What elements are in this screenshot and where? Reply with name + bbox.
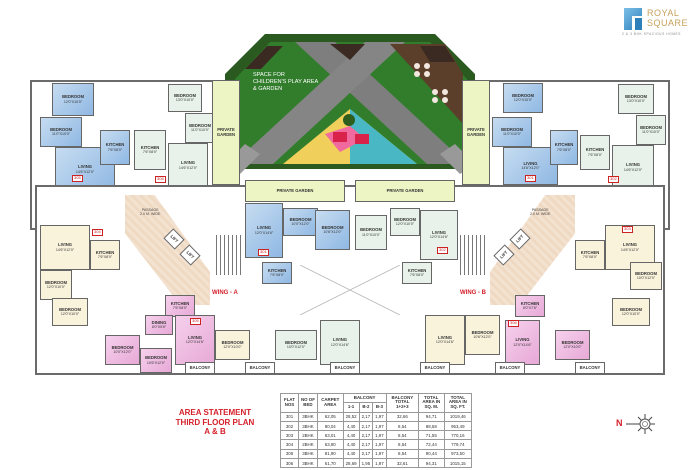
brand-tagline: 2 & 3 BHK SPACIOUS HOMES [622, 32, 681, 36]
north-label: N [616, 418, 623, 428]
flat-number: 306 [155, 176, 166, 183]
garden-area: SPACE FOR CHILDREN'S PLAY AREA & GARDEN [205, 14, 495, 174]
area-statement-title: AREA STATEMENT THIRD FLOOR PLAN A & B [175, 408, 255, 436]
wing-a-label: WING - A [212, 290, 238, 296]
brand-name-line1: ROYAL [647, 8, 680, 18]
staircase-left [213, 235, 243, 275]
flat-number: 305 [72, 175, 83, 182]
room-balcony: BALCONY [495, 362, 525, 374]
room-private-garden: PRIVATE GARDEN [212, 80, 240, 185]
room-balcony: BALCONY [330, 362, 360, 374]
north-compass: N [612, 412, 662, 436]
flat-number: 302 [608, 176, 619, 183]
staircase-right [457, 235, 487, 275]
room-balcony: BALCONY [575, 362, 605, 374]
brand-name-line2: SQUARE [647, 18, 689, 28]
flat-number: 301 [525, 175, 536, 182]
room-balcony: BALCONY [420, 362, 450, 374]
garden-plan-illustration [225, 34, 475, 174]
flat-number: 301 [258, 249, 269, 256]
flat-number: 306 [508, 320, 519, 327]
garden-label: SPACE FOR CHILDREN'S PLAY AREA & GARDEN [253, 72, 319, 92]
room-private-garden: PRIVATE GARDEN [462, 80, 490, 185]
flat-number: 303 [622, 226, 633, 233]
area-statement-table: FLAT NOS NO OF BED CARPET AREA BALCONY B… [280, 392, 473, 469]
flat-number: 304 [92, 229, 103, 236]
room-balcony: BALCONY [185, 362, 215, 374]
flat-number: 302 [437, 247, 448, 254]
brand-logo: ROYAL SQUARE 2 & 3 BHK SPACIOUS HOMES [618, 6, 698, 40]
compass-rose-icon [626, 414, 655, 434]
room-private-garden: PRIVATE GARDEN [355, 180, 455, 202]
wing-b-label: WING - B [460, 290, 486, 296]
room-private-garden: PRIVATE GARDEN [245, 180, 345, 202]
room-balcony: BALCONY [245, 362, 275, 374]
flat-number: 305 [190, 318, 201, 325]
table-header-row: FLAT NOS NO OF BED CARPET AREA BALCONY B… [280, 392, 473, 413]
central-void [300, 265, 400, 315]
